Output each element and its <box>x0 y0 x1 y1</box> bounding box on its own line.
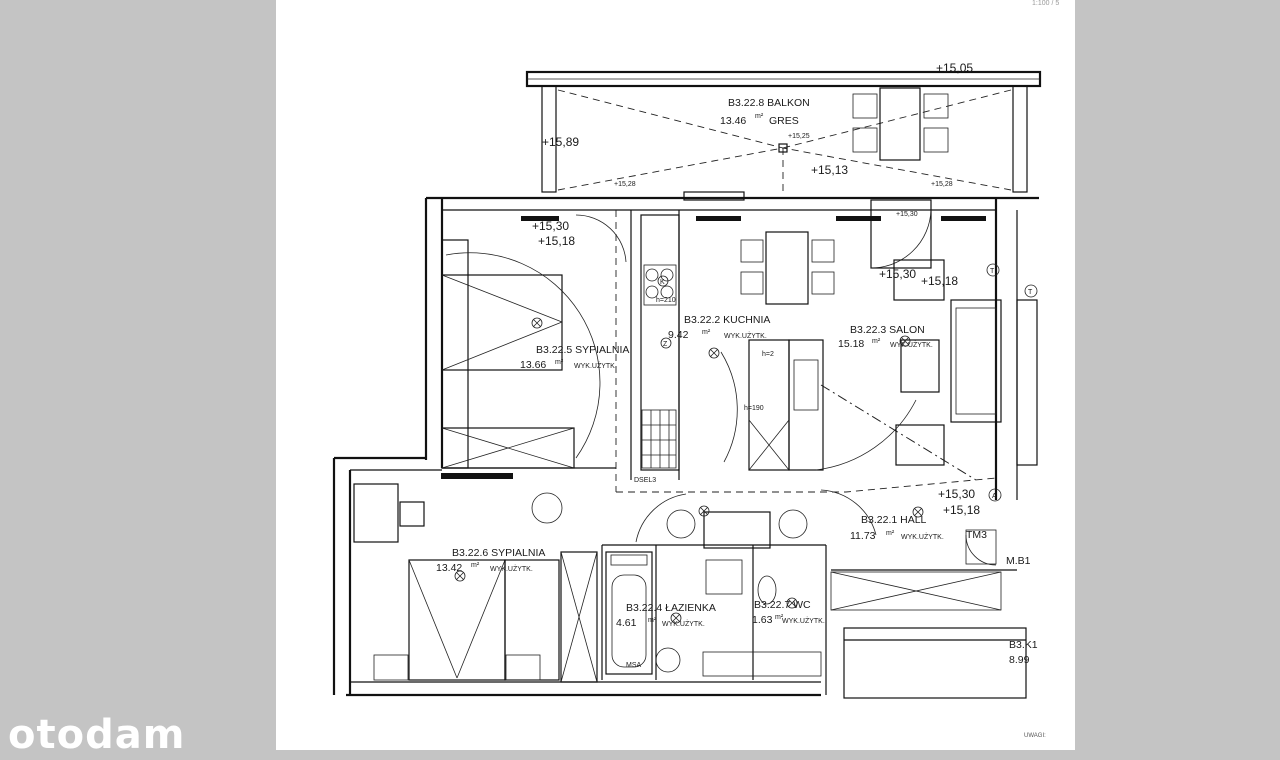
svg-text:B3.K1: B3.K1 <box>1009 639 1038 651</box>
floor-plan: B3.22.8 BALKON 13.46 m² GRES B3.22.2 KUC… <box>332 61 1042 699</box>
room-note-hall: WYK.UŻYTK. <box>901 532 944 541</box>
svg-text:MSA: MSA <box>626 662 642 669</box>
svg-text:DSEL3: DSEL3 <box>634 477 656 484</box>
svg-text:+15,18: +15,18 <box>921 274 958 288</box>
svg-text:h=2: h=2 <box>762 351 774 358</box>
room-code-balkon: B3.22.8 BALKON <box>728 97 810 109</box>
svg-text:+15,25: +15,25 <box>788 133 810 140</box>
room-labels: B3.22.8 BALKON 13.46 m² GRES B3.22.2 KUC… <box>436 97 944 629</box>
room-area-balkon: 13.46 <box>720 115 746 127</box>
svg-text:A: A <box>992 493 997 500</box>
svg-text:+15,28: +15,28 <box>614 181 636 188</box>
svg-text:m²: m² <box>471 562 480 569</box>
room-area-salon: 15.18 <box>838 338 864 350</box>
sheet-footer-note: UWAGI: <box>1024 733 1046 739</box>
bedroom-5-furniture <box>441 214 627 479</box>
svg-text:+15,30: +15,30 <box>938 487 975 501</box>
svg-text:Z: Z <box>663 341 668 348</box>
room-code-lazienka: B3.22.4 ŁAZIENKA <box>626 602 716 614</box>
svg-text:+15,30: +15,30 <box>896 211 918 218</box>
svg-text:M.B1: M.B1 <box>1006 555 1031 567</box>
bedroom-6-furniture <box>353 483 598 683</box>
room-area-hall: 11.73 <box>850 530 876 542</box>
svg-text:TM3: TM3 <box>966 529 987 541</box>
svg-text:+15,18: +15,18 <box>943 503 980 517</box>
svg-text:m²: m² <box>886 530 895 537</box>
room-area-sypialnia-5: 13.66 <box>520 359 546 371</box>
svg-text:+15,89: +15,89 <box>542 135 579 149</box>
svg-text:+15,30: +15,30 <box>879 267 916 281</box>
sheet-note: 1:100 / 5 <box>1032 0 1060 7</box>
room-area-kuchnia: 9.42 <box>668 329 689 341</box>
room-note-sypialnia-6: WYK.UŻYTK. <box>490 564 533 573</box>
svg-text:+15,05: +15,05 <box>936 61 973 75</box>
floor-plan-sheet: B3.22.8 BALKON 13.46 m² GRES B3.22.2 KUC… <box>276 0 1075 750</box>
otodam-watermark-logo: otodam <box>8 712 186 758</box>
svg-text:+15,28: +15,28 <box>931 181 953 188</box>
svg-text:+15,18: +15,18 <box>538 234 575 248</box>
elevation-marks: +15,89 +15,25 +15,13 +15,28 +15,28 +15,3… <box>532 61 980 517</box>
svg-text:K: K <box>660 279 665 286</box>
room-code-wc: B3.22.7 WC <box>754 599 811 611</box>
balcony-area <box>525 70 1042 195</box>
svg-text:m²: m² <box>555 359 564 366</box>
room-note-kuchnia: WYK.UŻYTK. <box>724 331 767 340</box>
svg-text:h=190: h=190 <box>744 405 764 412</box>
salon-furniture <box>815 199 1038 471</box>
room-area-sypialnia-6: 13.42 <box>436 562 462 574</box>
svg-text:T: T <box>990 268 995 275</box>
room-note-sypialnia-5: WYK.UŻYTK. <box>574 361 617 370</box>
light-fixtures <box>454 317 924 624</box>
svg-text:+15,13: +15,13 <box>811 163 848 177</box>
room-code-hall: B3.22.1 HALL <box>861 514 927 526</box>
svg-text:8.99: 8.99 <box>1009 654 1030 666</box>
room-note-wc: WYK.UŻYTK. <box>782 616 825 625</box>
room-area-wc: 1.63 <box>752 614 773 626</box>
room-code-salon: B3.22.3 SALON <box>850 324 925 336</box>
kitchen-furniture <box>640 191 835 471</box>
svg-text:h=210: h=210 <box>656 297 676 304</box>
svg-text:m²: m² <box>702 329 711 336</box>
svg-text:m²: m² <box>872 338 881 345</box>
bath-and-hall <box>605 489 997 677</box>
exterior-walls <box>332 196 1039 699</box>
svg-text:m²: m² <box>755 113 764 120</box>
room-note-salon: WYK.UŻYTK. <box>890 340 933 349</box>
room-code-sypialnia-6: B3.22.6 SYPIALNIA <box>452 547 545 559</box>
room-note-lazienka: WYK.UŻYTK. <box>662 619 705 628</box>
svg-text:m²: m² <box>648 617 657 624</box>
svg-text:T: T <box>1028 289 1033 296</box>
room-code-sypialnia-5: B3.22.5 SYPIALNIA <box>536 344 629 356</box>
annotations: h=210 h=2 h=190 DSEL3 TM3 M.B1 B3.K1 8.9… <box>626 263 1038 669</box>
svg-text:m²: m² <box>775 614 784 621</box>
room-code-kuchnia: B3.22.2 KUCHNIA <box>684 314 770 326</box>
room-note-balkon: GRES <box>769 115 799 127</box>
room-area-lazienka: 4.61 <box>616 617 637 629</box>
svg-text:+15,30: +15,30 <box>532 219 569 233</box>
